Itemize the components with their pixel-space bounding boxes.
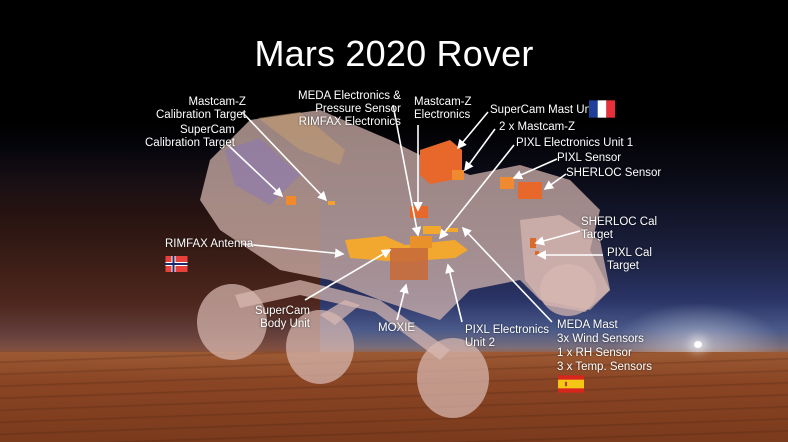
label-2x-mastcam-z: 2 x Mastcam-Z — [499, 121, 576, 133]
label-sherloc-cal-target: SHERLOC Cal Target — [581, 216, 657, 242]
france-flag-icon — [589, 100, 615, 118]
label-line: RIMFAX Electronics — [298, 116, 401, 128]
label-line: Target — [607, 260, 639, 272]
label-line: Unit 2 — [465, 337, 496, 349]
label-sherloc-sensor: SHERLOC Sensor — [566, 167, 662, 179]
label-pixl-sensor: PIXL Sensor — [557, 152, 622, 164]
norway-flag-icon — [165, 256, 188, 272]
label-line: Mastcam-Z — [188, 96, 246, 108]
mars-terrain — [0, 352, 788, 442]
label-line: SuperCam — [255, 305, 310, 317]
label-meda-mast: MEDA Mast 3x Wind Sensors 1 x RH Sensor … — [557, 318, 652, 374]
label-line: Body Unit — [260, 318, 310, 330]
spain-flag-icon — [558, 375, 584, 393]
label-line: MEDA Mast — [557, 319, 618, 331]
label-rimfax-antenna: RIMFAX Antenna — [165, 238, 254, 250]
label-line: Calibration Target — [156, 109, 246, 121]
label-line: MEDA Electronics & — [298, 90, 401, 102]
label-pixl-cal-target: PIXL Cal Target — [607, 247, 652, 273]
label-line: SuperCam — [179, 124, 235, 136]
label-line: 3 x Temp. Sensors — [557, 361, 653, 373]
label-mastcam-z-electronics: Mastcam-Z Electronics — [414, 96, 472, 122]
label-pixl-electronics-unit-1: PIXL Electronics Unit 1 — [516, 137, 634, 149]
label-supercam-calibration-target: SuperCam Calibration Target — [145, 124, 235, 150]
sun — [694, 341, 702, 348]
label-line: Electronics — [414, 109, 471, 121]
label-line: Calibration Target — [145, 137, 235, 149]
label-line: 1 x RH Sensor — [557, 347, 632, 359]
label-line: 3x Wind Sensors — [557, 333, 644, 345]
label-line: SHERLOC Cal — [581, 216, 658, 228]
label-pixl-electronics-unit-2: PIXL Electronics Unit 2 — [465, 324, 549, 350]
label-supercam-mast-unit: SuperCam Mast Unit — [490, 104, 597, 116]
page-title: Mars 2020 Rover — [254, 33, 534, 74]
label-supercam-body-unit: SuperCam Body Unit — [255, 305, 310, 331]
label-meda-electronics: MEDA Electronics & Pressure Sensor RIMFA… — [298, 90, 401, 129]
label-line: Mastcam-Z — [414, 96, 472, 108]
label-line: Target — [581, 229, 613, 241]
label-line: Pressure Sensor — [315, 103, 401, 115]
label-line: PIXL Cal — [607, 247, 652, 259]
label-mastcam-z-calibration-target: Mastcam-Z Calibration Target — [156, 96, 246, 122]
label-line: PIXL Electronics — [465, 324, 549, 336]
label-moxie: MOXIE — [378, 322, 416, 334]
